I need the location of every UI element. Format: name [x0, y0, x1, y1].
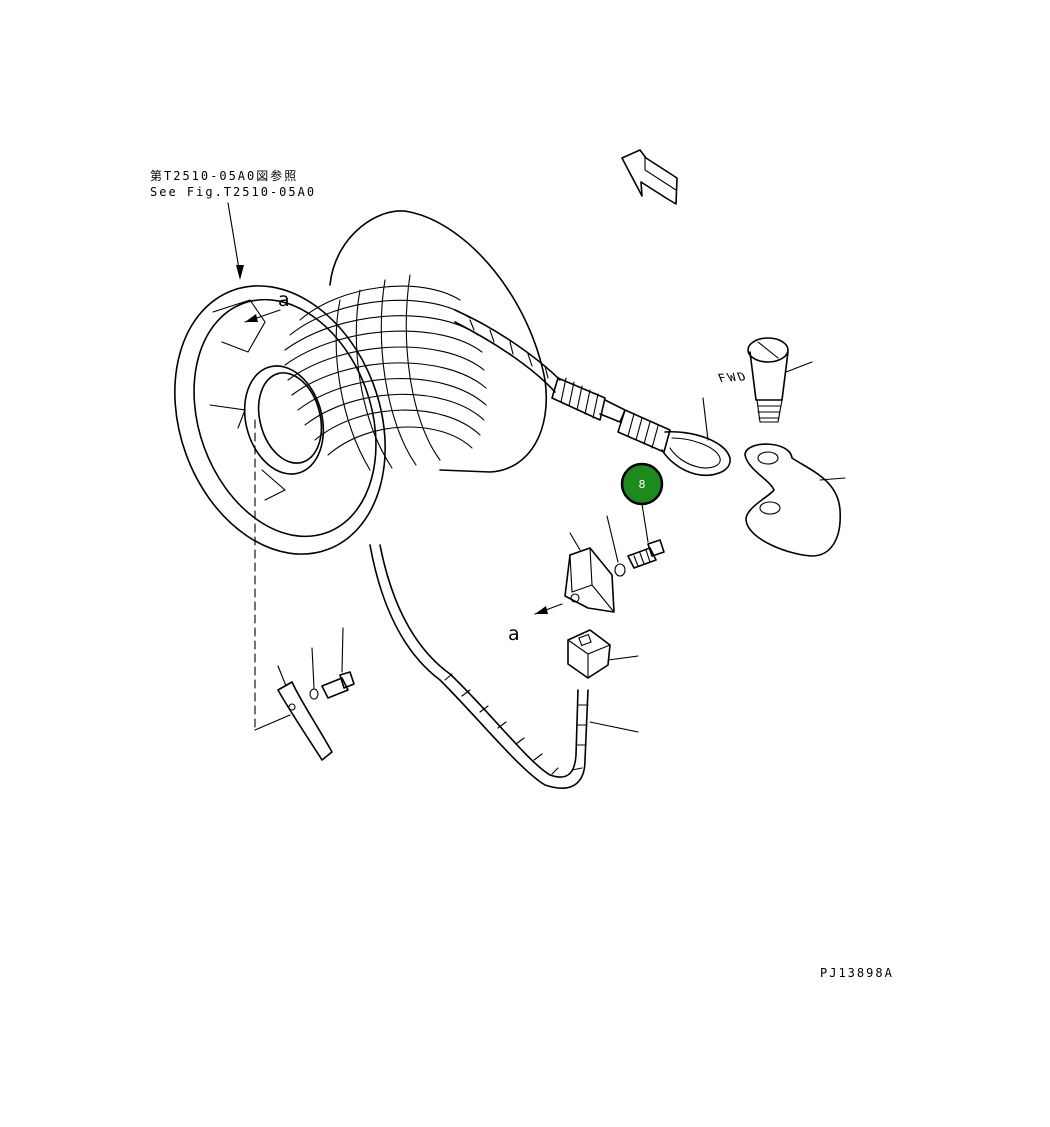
view-arrow-top — [244, 309, 281, 323]
electrical-connector — [567, 629, 639, 733]
harness-cable — [369, 544, 589, 789]
wire-rope — [454, 309, 561, 393]
bolt-part — [627, 539, 665, 569]
view-label-bottom: a — [508, 623, 520, 645]
part-number-badge[interactable]: 8 — [620, 462, 664, 506]
badge-leader-line — [641, 503, 649, 543]
washer-part — [606, 515, 626, 577]
cable-clamp — [277, 665, 333, 761]
pin-part — [747, 337, 813, 423]
reference-text-jp: 第T2510-05A0図参照 — [150, 168, 298, 183]
view-arrow-bottom — [534, 603, 563, 615]
clamp-bolt — [309, 627, 355, 700]
reference-leader-arrow — [227, 202, 244, 280]
cable-eye-loop — [661, 397, 731, 476]
shackle-part — [744, 443, 846, 557]
fwd-label: FWD — [716, 370, 750, 385]
winch-drum — [174, 210, 547, 731]
drawing-code: PJ13898A — [820, 966, 894, 980]
part-number-label: 8 — [639, 478, 646, 491]
cable-spring-sleeve — [551, 377, 671, 453]
fwd-direction-marker: FWD — [621, 149, 750, 385]
view-label-top: a — [278, 289, 290, 311]
mounting-bracket — [564, 532, 615, 613]
reference-text-en: See Fig.T2510-05A0 — [150, 185, 316, 199]
